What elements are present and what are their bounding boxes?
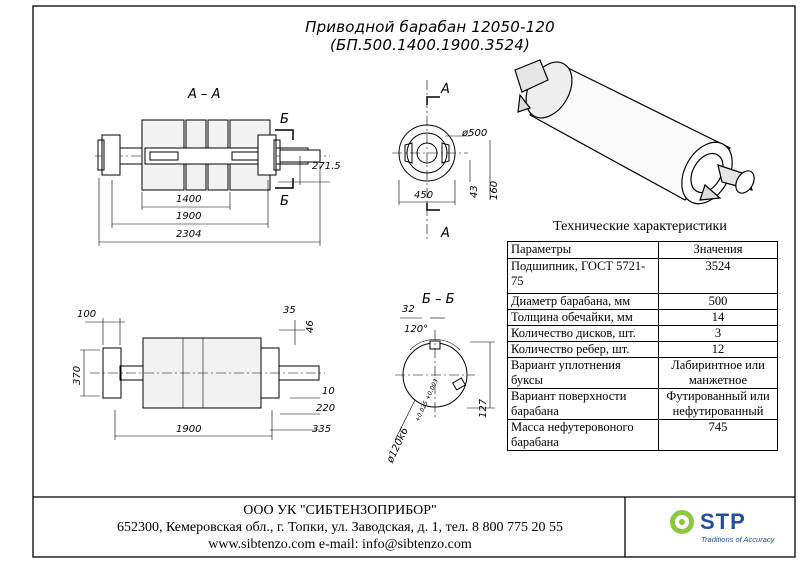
spec-param: Диаметр барабана, мм xyxy=(507,293,659,310)
stp-logo-mark xyxy=(670,510,694,534)
dim-2304: 2304 xyxy=(176,229,202,240)
dim-1400: 1400 xyxy=(176,194,202,205)
spec-value: 3 xyxy=(658,325,778,342)
company-block: ООО УК "СИБТЕНЗОПРИБОР" 652300, Кемеровс… xyxy=(60,502,620,553)
dim-10: 10 xyxy=(322,386,335,397)
spec-value: 12 xyxy=(658,341,778,358)
spec-param: Количество дисков, шт. xyxy=(507,325,659,342)
spec-param: Масса нефутеровоного барабана xyxy=(507,419,659,451)
sheet-frame xyxy=(32,5,796,558)
spec-param: Количество ребер, шт. xyxy=(507,341,659,358)
section-aa-label: А – А xyxy=(188,87,221,102)
dim-43: 43 xyxy=(469,185,480,198)
dim-450: 450 xyxy=(414,190,434,201)
spec-value: Лабиринтное или манжетное xyxy=(658,357,778,389)
spec-value: 3524 xyxy=(658,258,778,294)
cut-mark-b-bottom: Б xyxy=(280,194,289,209)
cut-mark-b-top: Б xyxy=(280,112,289,127)
table-row: Подшипник, ГОСТ 5721-75 3524 xyxy=(507,258,778,294)
table-row: Вариант уплотнения буксы Лабиринтное или… xyxy=(507,357,778,389)
stp-logo-text: STP xyxy=(700,509,746,534)
stp-logo-tagline: Traditions of Accuracy xyxy=(701,535,775,544)
dim-angle-120: 120° xyxy=(404,324,429,335)
section-bb-view xyxy=(394,317,495,441)
spec-param: Вариант поверхности барабана xyxy=(507,388,659,420)
dim-220: 220 xyxy=(316,403,336,414)
dim-100: 100 xyxy=(77,309,97,320)
specs-header-row: Параметры Значения xyxy=(507,241,778,259)
company-contacts: www.sibtenzo.com e-mail: info@sibtenzo.c… xyxy=(208,537,472,552)
bottom-plan-view xyxy=(80,318,325,440)
dim-35: 35 xyxy=(283,305,296,316)
dim-46: 46 xyxy=(305,320,316,333)
dim-1900: 1900 xyxy=(176,211,202,222)
dim-271-5: 271.5 xyxy=(312,161,341,172)
specs-caption: Технические характеристики xyxy=(553,219,727,234)
spec-value: 500 xyxy=(658,293,778,310)
spec-value: Футированный или нефутированный xyxy=(658,388,778,420)
dim-160: 160 xyxy=(489,180,500,200)
company-name: ООО УК "СИБТЕНЗОПРИБОР" xyxy=(243,503,437,518)
spec-param: Толщина обечайки, мм xyxy=(507,309,659,326)
dim-diameter-500: ø500 xyxy=(462,128,488,139)
cut-mark-a-bottom: А xyxy=(441,226,450,241)
table-row: Толщина обечайки, мм 14 xyxy=(507,309,778,326)
specs-header-value: Значения xyxy=(658,241,778,259)
dim-32: 32 xyxy=(402,304,415,315)
dim-127: 127 xyxy=(478,398,489,418)
section-bb-label: Б – Б xyxy=(422,292,455,307)
spec-param: Подшипник, ГОСТ 5721-75 xyxy=(507,258,659,294)
company-address: 652300, Кемеровская обл., г. Топки, ул. … xyxy=(116,520,564,535)
table-row: Диаметр барабана, мм 500 xyxy=(507,293,778,310)
end-view xyxy=(392,80,491,240)
table-row: Количество дисков, шт. 3 xyxy=(507,325,778,342)
specs-table: Параметры Значения Подшипник, ГОСТ 5721-… xyxy=(507,241,778,451)
dim-335: 335 xyxy=(312,424,332,435)
section-aa-view xyxy=(95,119,330,246)
spec-value: 14 xyxy=(658,309,778,326)
table-row: Масса нефутеровоного барабана 745 xyxy=(507,419,778,451)
isometric-drum-view xyxy=(514,59,755,205)
spec-param: Вариант уплотнения буксы xyxy=(507,357,659,389)
drawing-title: Приводной барабан 12050-120 (БП.500.1400… xyxy=(305,18,555,54)
specs-header-param: Параметры xyxy=(507,241,659,259)
table-row: Количество ребер, шт. 12 xyxy=(507,341,778,358)
dim-1900-bottom: 1900 xyxy=(176,424,202,435)
dim-370: 370 xyxy=(72,365,83,385)
table-row: Вариант поверхности барабана Футированны… xyxy=(507,388,778,420)
cut-mark-a-top: А xyxy=(441,82,450,97)
spec-value: 745 xyxy=(658,419,778,451)
